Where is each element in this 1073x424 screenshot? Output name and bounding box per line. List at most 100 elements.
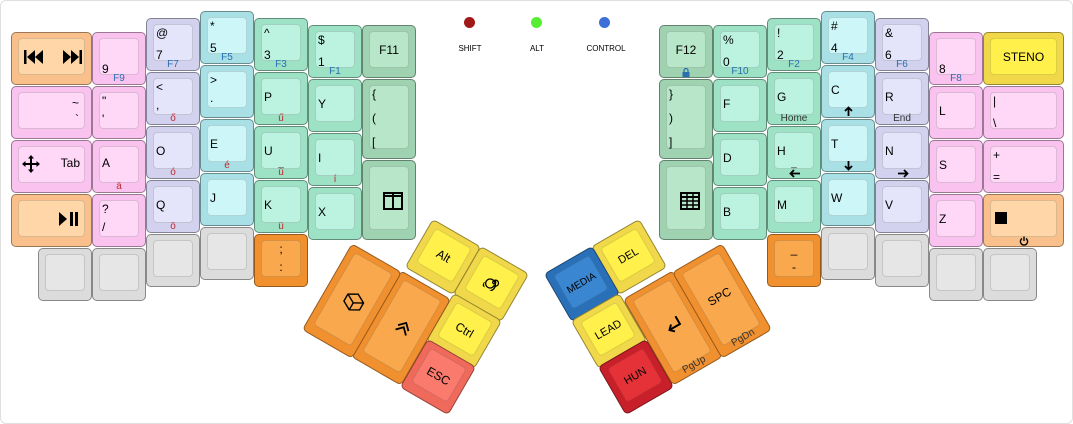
n-key[interactable]: N xyxy=(875,126,929,179)
colon-key[interactable]: ; : xyxy=(254,234,308,287)
enter-thumb-key[interactable]: PgUp xyxy=(622,270,724,386)
e-key[interactable]: E é xyxy=(200,119,254,172)
g-key[interactable]: G Home xyxy=(767,72,821,125)
w-label: W xyxy=(831,191,843,205)
control-led-label: CONTROL xyxy=(586,44,626,53)
media-prev-next-key[interactable] xyxy=(11,32,92,85)
table-icon xyxy=(680,192,700,210)
d-label: D xyxy=(723,151,732,165)
f-key[interactable]: F xyxy=(713,79,767,132)
z-key[interactable]: Z xyxy=(929,194,983,247)
left-bottom-blank-1[interactable] xyxy=(38,248,92,301)
right-bottom-blank-2[interactable] xyxy=(929,248,983,301)
tilde-key[interactable]: ~ ` xyxy=(11,86,92,139)
f12-label: F12 xyxy=(675,43,697,57)
l-key[interactable]: L xyxy=(929,86,983,139)
media-label: MEDIA xyxy=(565,270,599,297)
shift-thumb-key[interactable] xyxy=(350,270,452,386)
s-label: S xyxy=(939,158,948,172)
f7-label: F7 xyxy=(167,59,179,70)
caret-key[interactable]: ^ 3 F3 xyxy=(254,18,308,71)
j-key[interactable]: J xyxy=(200,173,254,226)
u-key[interactable]: U _ ú xyxy=(254,126,308,179)
hash-top-label: # xyxy=(831,19,838,33)
pipe-key[interactable]: | \ xyxy=(983,86,1064,139)
exclamation-key[interactable]: ! 2 F2 xyxy=(767,18,821,71)
pipe-top-label: | xyxy=(993,94,997,108)
a-label: A xyxy=(102,156,111,170)
right-bottom-blank-4[interactable] xyxy=(821,227,875,280)
play-pause-key[interactable] xyxy=(11,194,92,247)
t-key[interactable]: T xyxy=(821,119,875,172)
eight-key[interactable]: 8 F8 xyxy=(929,32,983,85)
quote-key[interactable]: " ' xyxy=(92,86,146,139)
left-bottom-blank-2[interactable] xyxy=(92,248,146,301)
i-key[interactable]: I í xyxy=(308,133,362,186)
x-key[interactable]: X xyxy=(308,187,362,240)
gt-top-label: > xyxy=(210,73,218,87)
ampersand-key[interactable]: & 6 F6 xyxy=(875,18,929,71)
left-paren-label: ( xyxy=(372,111,376,125)
steno-key[interactable]: STENO xyxy=(983,32,1064,85)
lt-top-label: < xyxy=(156,80,164,94)
alt-led xyxy=(531,17,542,28)
f8-label: F8 xyxy=(950,73,962,84)
left-bottom-blank-3[interactable] xyxy=(146,234,200,287)
alt-label: Alt xyxy=(433,246,454,266)
at-key[interactable]: @ 7 F7 xyxy=(146,18,200,71)
y-key[interactable]: Y xyxy=(308,79,362,132)
v-key[interactable]: V xyxy=(875,180,929,233)
r-key[interactable]: R End xyxy=(875,72,929,125)
q-key[interactable]: Q ö xyxy=(146,180,200,233)
percent-key[interactable]: % 0 F10 xyxy=(713,25,767,78)
tab-key[interactable]: Tab xyxy=(11,140,92,193)
less-than-key[interactable]: < , ő xyxy=(146,72,200,125)
arrow-down-icon xyxy=(844,161,853,171)
lock-icon xyxy=(682,68,690,77)
greater-than-key[interactable]: > . xyxy=(200,65,254,118)
u-umlaut-label: ü xyxy=(278,221,284,232)
right-bottom-blank-3[interactable] xyxy=(875,234,929,287)
dollar-bottom-label: 1 xyxy=(318,55,325,69)
m-key[interactable]: M xyxy=(767,180,821,233)
w-key[interactable]: W xyxy=(821,173,875,226)
star-key[interactable]: * 5 F5 xyxy=(200,11,254,64)
f2-label: F2 xyxy=(788,59,800,70)
slash-key[interactable]: ? / xyxy=(92,194,146,247)
spiral-key[interactable] xyxy=(452,245,530,323)
d-key[interactable]: D xyxy=(713,133,767,186)
right-brace-label: } xyxy=(669,87,674,101)
c-label: C xyxy=(831,83,840,97)
right-bottom-blank-1[interactable] xyxy=(983,248,1037,301)
n-label: N xyxy=(885,144,894,158)
f11-key[interactable]: F11 xyxy=(362,25,416,78)
left-bottom-blank-4[interactable] xyxy=(200,227,254,280)
f4-label: F4 xyxy=(842,52,854,63)
star-top-label: * xyxy=(210,19,215,33)
f12-key[interactable]: F12 xyxy=(659,25,713,78)
dollar-key[interactable]: $ 1 F1 xyxy=(308,25,362,78)
right-bracket-label: ] xyxy=(669,135,673,149)
h-key[interactable]: H _ xyxy=(767,126,821,179)
o-key[interactable]: O ó xyxy=(146,126,200,179)
s-key[interactable]: S xyxy=(929,140,983,193)
left-brace-key[interactable]: { ( [ xyxy=(362,79,416,159)
minus-label: - xyxy=(792,260,796,274)
plus-key[interactable]: + = xyxy=(983,140,1064,193)
z-label: Z xyxy=(939,212,947,226)
a-key[interactable]: A ä xyxy=(92,140,146,193)
c-key[interactable]: C xyxy=(821,65,875,118)
right-brace-key[interactable]: } ) ] xyxy=(659,79,713,159)
gui-thumb-key[interactable] xyxy=(301,243,403,359)
p-label: P xyxy=(264,90,273,104)
nine-key[interactable]: 9 F9 xyxy=(92,32,146,85)
split-window-key[interactable] xyxy=(362,160,416,240)
hash-key[interactable]: # 4 F4 xyxy=(821,11,875,64)
dash-key[interactable]: _ - xyxy=(767,234,821,287)
b-key[interactable]: B xyxy=(713,187,767,240)
table-key[interactable] xyxy=(659,160,713,240)
k-key[interactable]: K ü xyxy=(254,180,308,233)
u-underscore-label: _ xyxy=(278,158,284,169)
stop-key[interactable] xyxy=(983,194,1064,247)
p-key[interactable]: P ű xyxy=(254,72,308,125)
